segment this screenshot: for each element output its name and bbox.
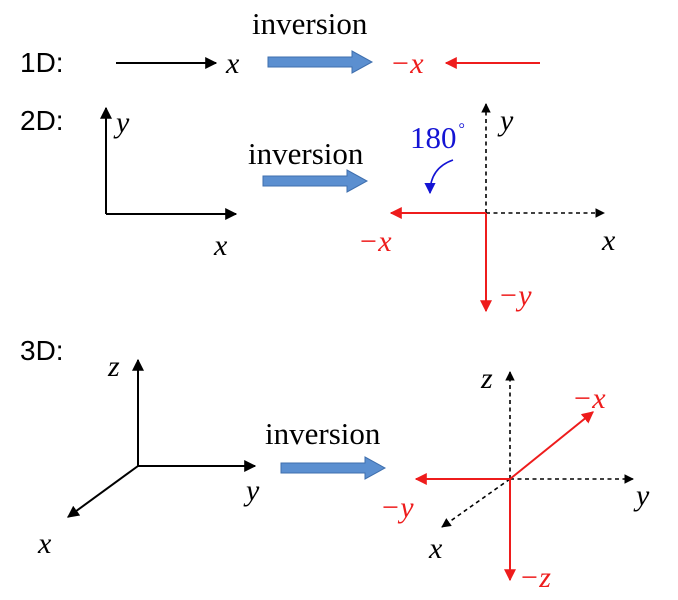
neg-y-label-2d: −y [498,279,532,312]
row-3d: 3D: z y x inversion z y x −z −y −x [20,335,650,594]
y-label-3d-inverted: y [633,479,650,512]
y-label-2d: y [113,106,130,139]
inversion-label-3d: inversion [265,416,381,451]
y-label-2d-inverted: y [497,104,514,137]
rotation-arrow-icon [424,159,454,195]
row-2d: 2D: y x inversion 180° y x −x −y [20,103,616,313]
neg-y-label-3d: −y [380,491,414,524]
x-label-3d: x [37,527,52,560]
x-label-3d-inverted: x [428,532,443,565]
x-axis-dashed-3d [441,478,511,528]
degree-mark: ° [459,121,465,138]
rotation-angle-label: 180° [410,120,465,155]
z-label-3d: z [107,350,120,383]
rotation-angle-value: 180 [410,120,457,155]
neg-x-axis-arrow-3d [509,411,594,480]
x-label-2d-inverted: x [601,224,616,257]
neg-x-label-2d: −x [358,225,392,258]
row-label-2d: 2D: [20,105,64,136]
row-1d: 1D: x inversion −x [20,6,540,80]
y-label-3d: y [243,474,260,507]
x-label-2d: x [213,229,228,262]
neg-x-label-3d: −x [572,382,606,415]
inversion-label-1d: inversion [252,6,368,41]
x-label-1d: x [225,47,240,80]
inversion-arrow-3d [280,456,387,480]
inversion-arrow-1d [267,50,374,74]
inversion-arrow-2d [262,169,369,193]
z-label-3d-inverted: z [480,362,493,395]
neg-z-label-3d: −z [519,561,551,594]
neg-x-label-1d: −x [390,47,424,80]
row-label-1d: 1D: [20,47,64,78]
x-axis-arrow-3d [67,465,139,518]
inversion-label-2d: inversion [248,136,364,171]
row-label-3d: 3D: [20,335,64,366]
